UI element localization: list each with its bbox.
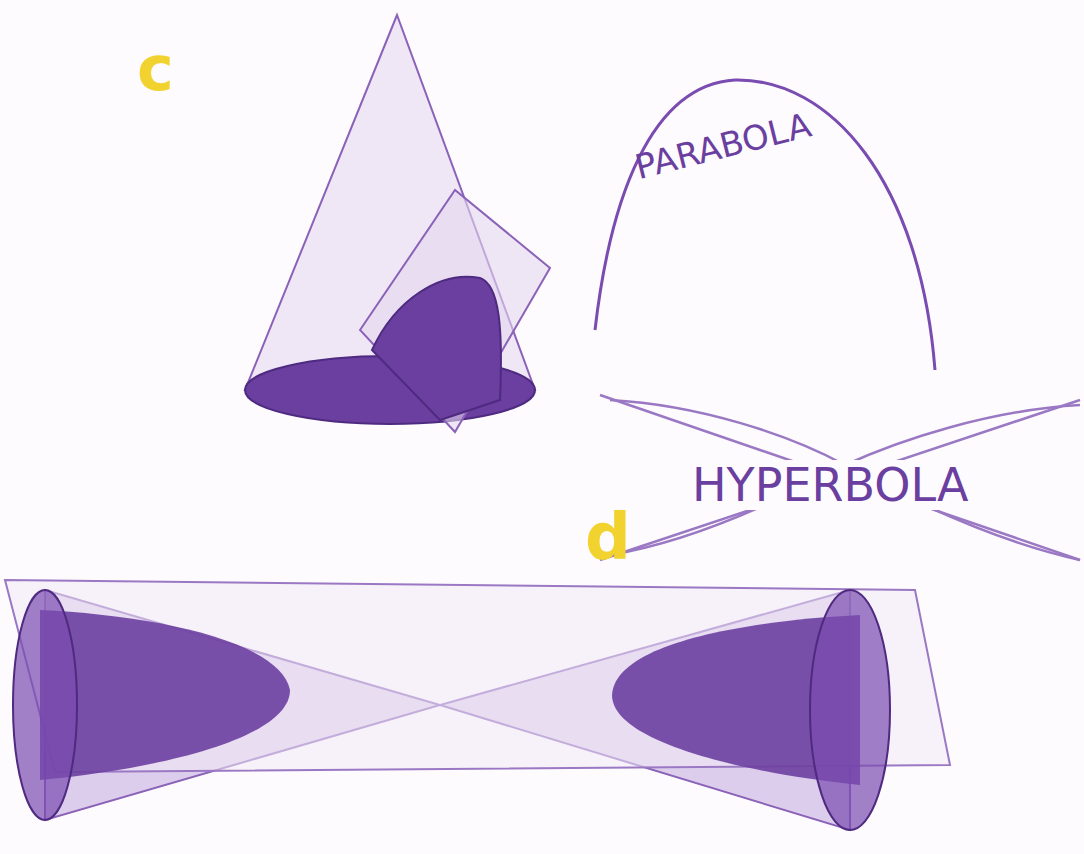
- parabola-curve: [595, 80, 935, 370]
- curve-name: HYPERBOLA: [688, 460, 973, 510]
- figure-letter: d: [585, 505, 631, 569]
- double-cone-hyperbola: [5, 580, 950, 830]
- curve-name: PARABOLA: [632, 108, 814, 184]
- figure-letter: c: [137, 38, 174, 100]
- cone-parabola: [245, 15, 550, 432]
- hyperbola-curve: [600, 395, 1080, 560]
